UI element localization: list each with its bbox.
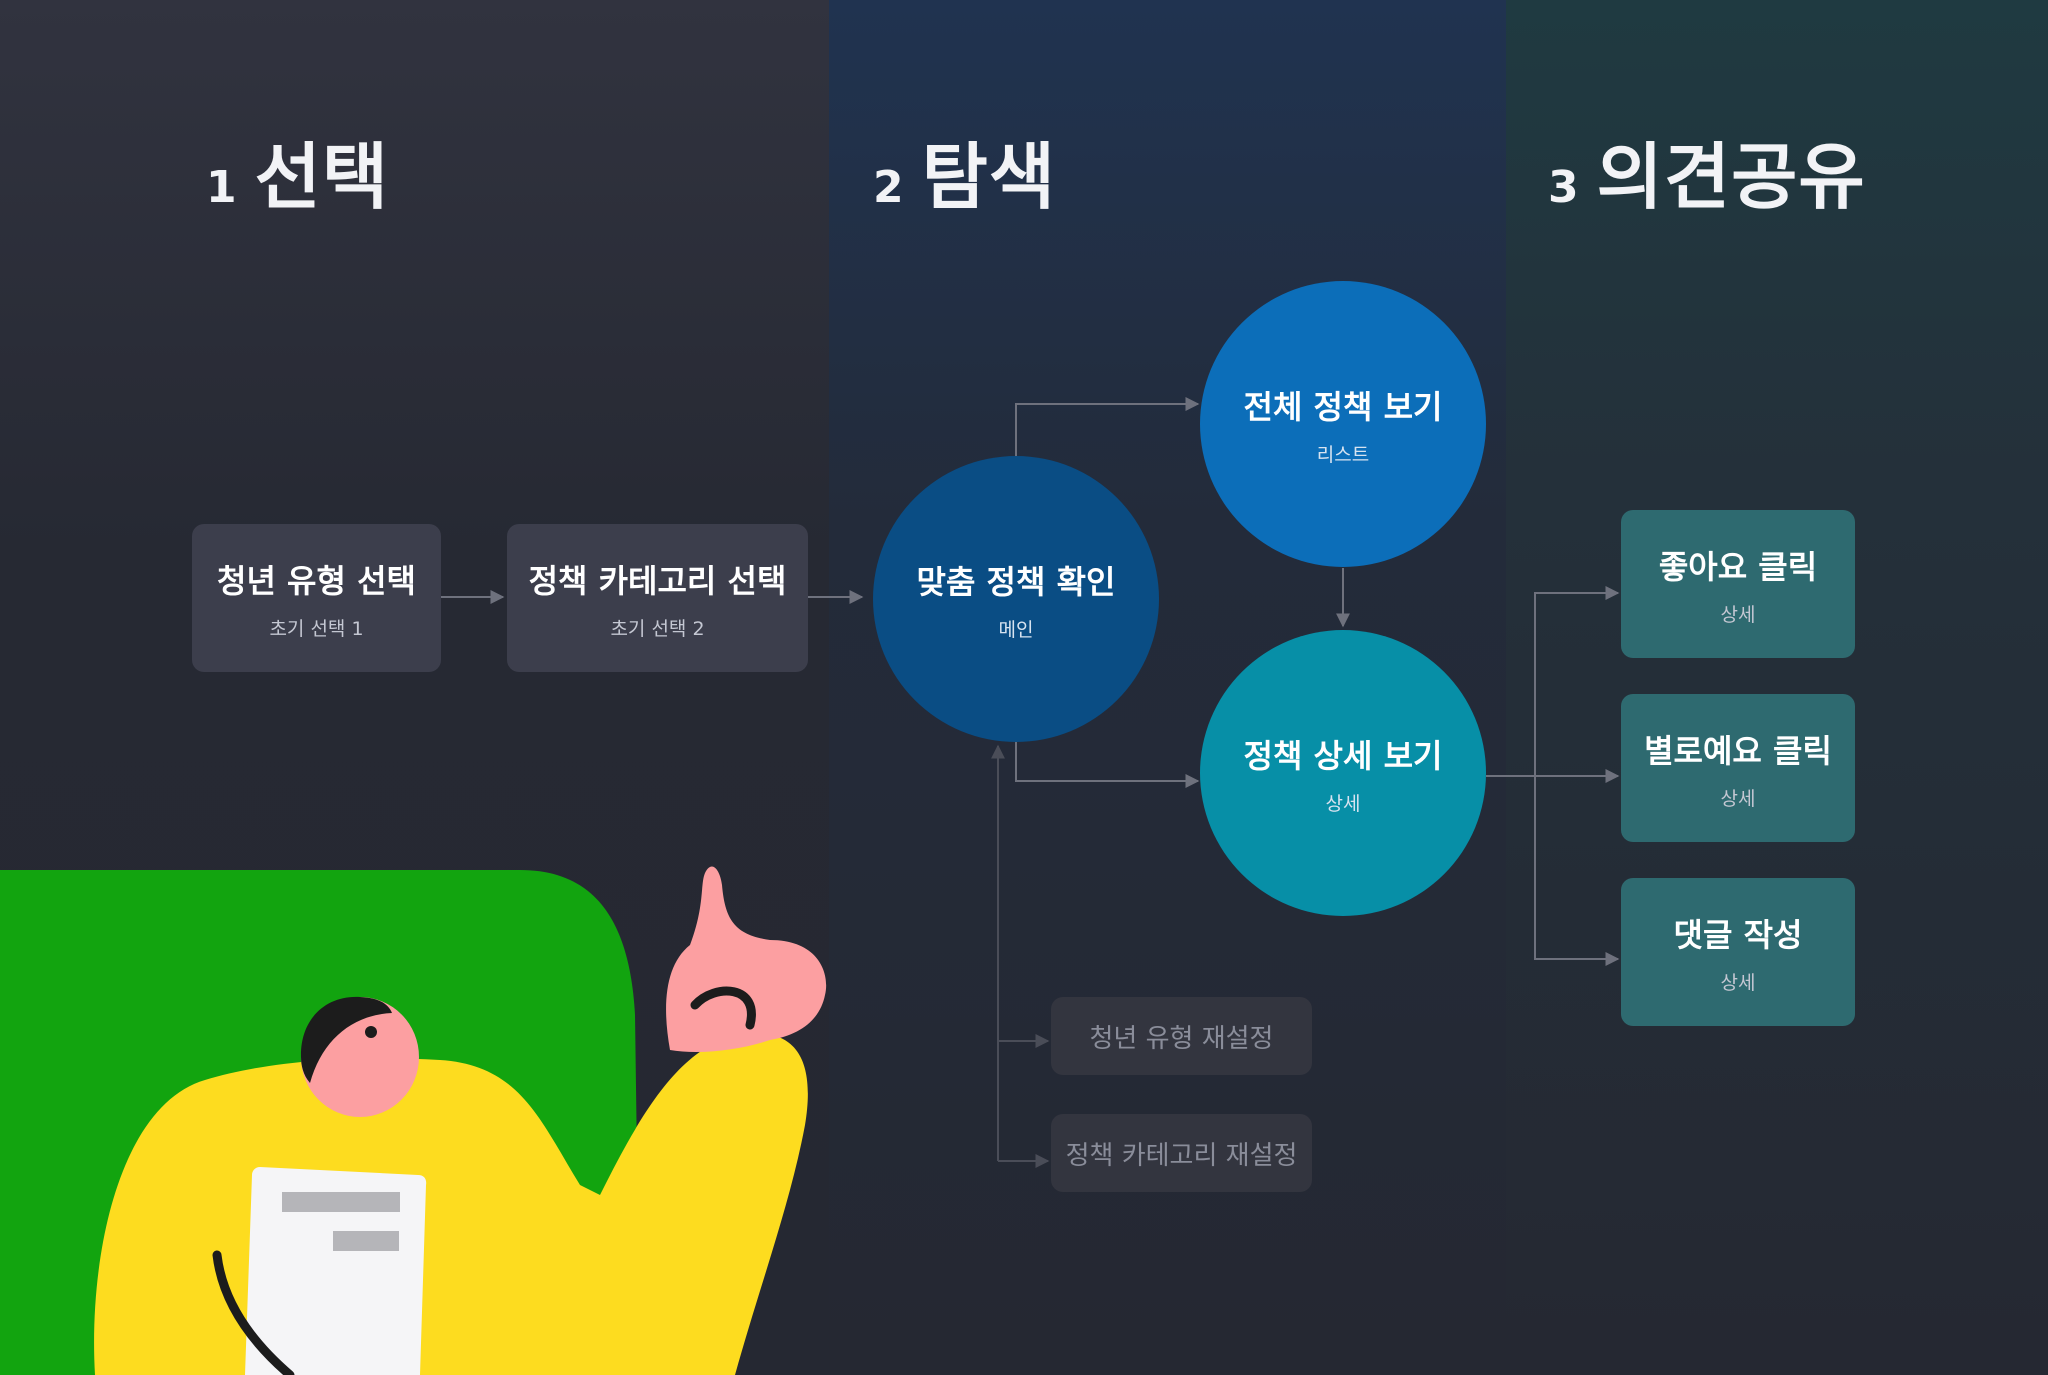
- person-thumbs-up-illustration: [0, 865, 840, 1375]
- node-policy-detail-title: 정책 상세 보기: [1244, 731, 1443, 777]
- node-youth-type-title: 청년 유형 선택: [217, 556, 416, 602]
- connector-custom-to-all: [1016, 404, 1198, 456]
- illustration-eye: [365, 1026, 377, 1038]
- node-like: 좋아요 클릭 상세: [1621, 510, 1855, 658]
- node-custom-policy-sub: 메인: [999, 615, 1034, 642]
- node-comment: 댓글 작성 상세: [1621, 878, 1855, 1026]
- node-all-policies: 전체 정책 보기 리스트: [1200, 281, 1486, 567]
- node-dislike-title: 별로예요 클릭: [1644, 726, 1832, 772]
- node-policy-category-sub: 초기 선택 2: [610, 614, 704, 641]
- connector-detail-to-like: [1535, 593, 1618, 776]
- node-policy-detail-sub: 상세: [1326, 789, 1361, 816]
- node-youth-type: 청년 유형 선택 초기 선택 1: [192, 524, 441, 672]
- node-policy-detail: 정책 상세 보기 상세: [1200, 630, 1486, 916]
- node-reset-category-title: 정책 카테고리 재설정: [1066, 1135, 1298, 1172]
- node-custom-policy: 맞춤 정책 확인 메인: [873, 456, 1159, 742]
- node-dislike: 별로예요 클릭 상세: [1621, 694, 1855, 842]
- node-reset-youth: 청년 유형 재설정: [1051, 997, 1312, 1075]
- node-all-policies-sub: 리스트: [1317, 440, 1369, 467]
- node-policy-category: 정책 카테고리 선택 초기 선택 2: [507, 524, 808, 672]
- node-comment-title: 댓글 작성: [1674, 910, 1803, 956]
- node-all-policies-title: 전체 정책 보기: [1244, 382, 1443, 428]
- node-youth-type-sub: 초기 선택 1: [269, 614, 363, 641]
- node-like-title: 좋아요 클릭: [1659, 542, 1817, 588]
- node-dislike-sub: 상세: [1721, 784, 1756, 811]
- node-like-sub: 상세: [1721, 600, 1756, 627]
- connector-custom-to-detail: [1016, 741, 1198, 781]
- node-reset-youth-title: 청년 유형 재설정: [1090, 1018, 1274, 1055]
- node-reset-category: 정책 카테고리 재설정: [1051, 1114, 1312, 1192]
- node-policy-category-title: 정책 카테고리 선택: [529, 556, 787, 602]
- connector-detail-to-comment: [1535, 776, 1618, 959]
- node-comment-sub: 상세: [1721, 968, 1756, 995]
- illustration-paper-line-1: [282, 1192, 400, 1212]
- illustration-paper-line-2: [333, 1231, 399, 1251]
- illustration-shirt: [94, 1033, 808, 1375]
- node-custom-policy-title: 맞춤 정책 확인: [917, 557, 1116, 603]
